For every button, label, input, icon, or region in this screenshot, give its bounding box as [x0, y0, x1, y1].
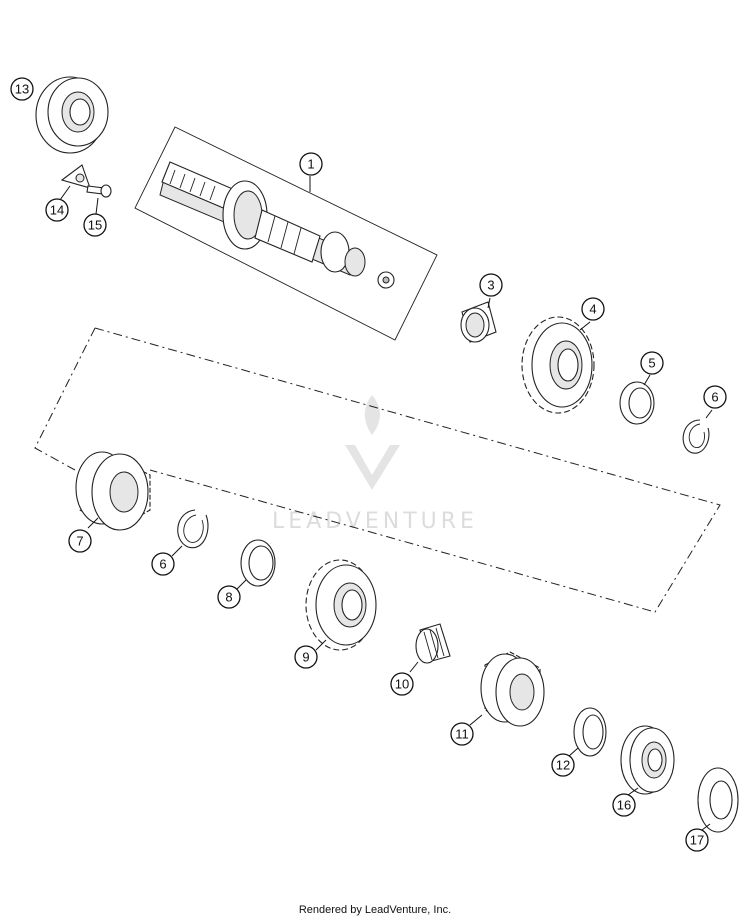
- svg-text:3: 3: [487, 278, 494, 293]
- svg-text:1: 1: [307, 157, 314, 172]
- callout-5[interactable]: 5: [640, 351, 664, 375]
- part-1-main-shaft: [134, 126, 438, 341]
- part-10-needle-bearing: [415, 623, 451, 664]
- part-4-gear: [521, 316, 595, 414]
- svg-text:17: 17: [690, 833, 704, 848]
- svg-text:8: 8: [225, 590, 232, 605]
- assembly-dash-line: [34, 327, 721, 613]
- svg-text:5: 5: [648, 356, 655, 371]
- callout-16[interactable]: 16: [612, 793, 636, 817]
- svg-text:15: 15: [88, 218, 102, 233]
- part-12-washer: [573, 707, 607, 757]
- callout-1[interactable]: 1: [299, 152, 323, 176]
- svg-text:16: 16: [617, 798, 631, 813]
- svg-text:14: 14: [50, 203, 64, 218]
- callout-6-left[interactable]: 6: [151, 552, 175, 576]
- part-16-bearing: [620, 725, 675, 795]
- callout-11[interactable]: 11: [450, 722, 474, 746]
- svg-text:9: 9: [302, 650, 309, 665]
- part-6-circlip-left: [177, 509, 209, 549]
- part-14-lock-plate: [60, 164, 91, 189]
- watermark-text: LEADVENTURE: [272, 509, 478, 534]
- callout-12[interactable]: 12: [551, 753, 575, 777]
- callout-17[interactable]: 17: [685, 828, 709, 852]
- part-9-gear: [305, 559, 377, 651]
- part-7-gear: [75, 451, 151, 531]
- callout-9[interactable]: 9: [294, 645, 318, 669]
- svg-text:12: 12: [556, 758, 570, 773]
- callout-7[interactable]: 7: [68, 529, 92, 553]
- leadventure-watermark: LEADVENTURE: [272, 395, 478, 534]
- callout-4[interactable]: 4: [581, 297, 605, 321]
- svg-text:11: 11: [455, 727, 469, 742]
- callout-13[interactable]: 13: [10, 77, 34, 101]
- svg-text:4: 4: [589, 302, 596, 317]
- svg-text:6: 6: [159, 557, 166, 572]
- part-6-circlip-right: [682, 419, 710, 454]
- callout-10[interactable]: 10: [390, 672, 414, 696]
- part-11-gear: [480, 651, 545, 727]
- callout-14[interactable]: 14: [45, 198, 69, 222]
- callout-8[interactable]: 8: [217, 585, 241, 609]
- part-8-washer: [240, 539, 276, 587]
- svg-text:13: 13: [15, 82, 29, 97]
- part-3-bushing: [460, 301, 497, 343]
- part-5-washer: [619, 381, 655, 425]
- svg-text:10: 10: [395, 677, 409, 692]
- callout-3[interactable]: 3: [479, 273, 503, 297]
- part-17-shim: [697, 767, 739, 833]
- part-13-bearing: [35, 76, 109, 154]
- part-15-screw: [86, 184, 112, 198]
- callout-15[interactable]: 15: [83, 213, 107, 237]
- svg-text:6: 6: [711, 390, 718, 405]
- footer-credit: Rendered by LeadVenture, Inc.: [298, 904, 452, 916]
- callout-6-right[interactable]: 6: [703, 385, 727, 409]
- svg-text:7: 7: [76, 534, 83, 549]
